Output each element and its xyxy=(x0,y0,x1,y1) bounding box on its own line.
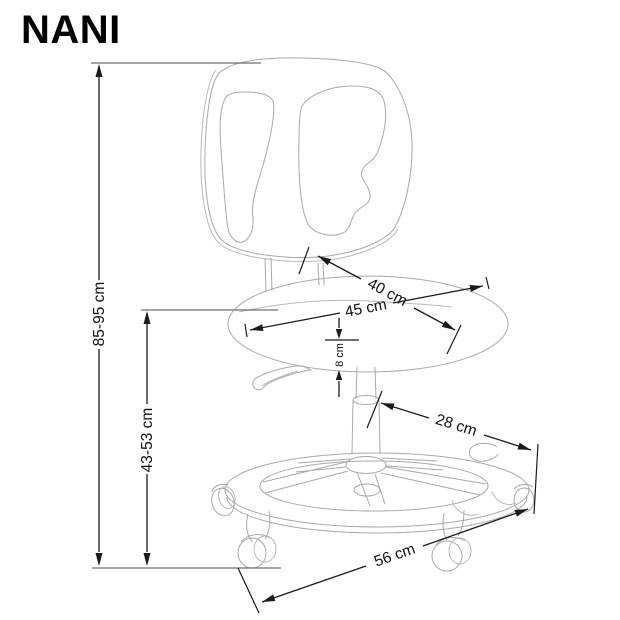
seat xyxy=(227,275,509,391)
dimension-seat-height: 43-53 cm xyxy=(139,311,156,566)
footrest-label: 28 cm xyxy=(433,411,478,440)
footrest-notch xyxy=(468,442,499,462)
backrest-posts xyxy=(264,257,325,293)
footrest-spokes xyxy=(262,457,487,507)
cushion-thickness-label: 8 cm xyxy=(334,343,346,367)
dimension-footrest: 28 cm xyxy=(366,390,539,515)
product-name: NANI xyxy=(21,8,121,52)
base-casters xyxy=(211,483,535,572)
gas-lift-column xyxy=(351,366,381,455)
extension-lines xyxy=(91,62,281,569)
backrest-cutout-right xyxy=(298,85,387,236)
seat-height-label: 43-53 cm xyxy=(139,408,156,473)
footrest-ring xyxy=(224,442,530,534)
overall-height-label: 85-95 cm xyxy=(91,282,108,347)
base-width-label: 56 cm xyxy=(372,541,417,571)
dimension-seat-width: 45 cm xyxy=(244,276,490,338)
dimension-cushion-thickness: 8 cm xyxy=(325,318,359,397)
adjustment-lever xyxy=(252,365,313,391)
seat-width-label: 45 cm xyxy=(344,296,389,321)
backrest-cutout-left xyxy=(219,91,275,243)
backrest xyxy=(200,57,413,293)
chair-line-drawing xyxy=(200,57,535,572)
dimension-overall-height: 85-95 cm xyxy=(91,64,108,566)
